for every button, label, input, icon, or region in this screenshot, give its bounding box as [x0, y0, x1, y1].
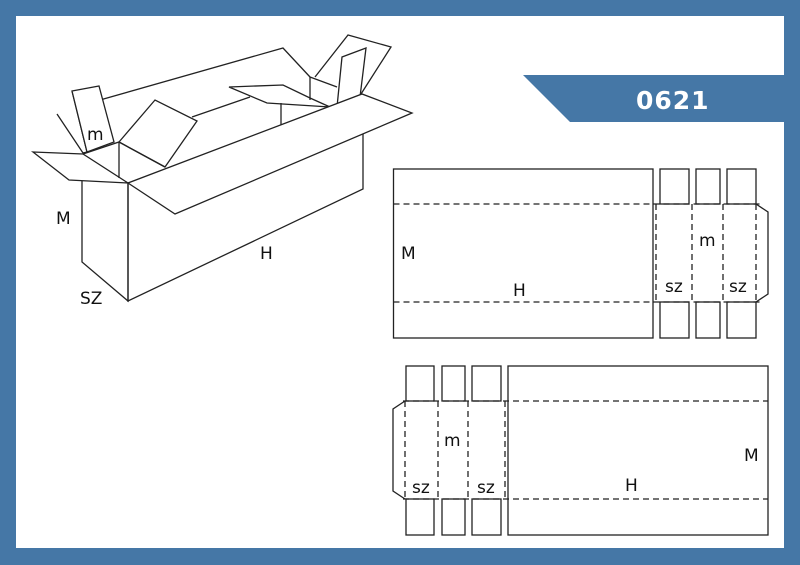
- back-top-edge: [99, 47, 311, 101]
- left-side-face: [81, 181, 129, 303]
- right-end-flap: [228, 84, 331, 108]
- front-open-flap: [126, 93, 414, 215]
- net-top-label-width-1: sz: [665, 277, 683, 297]
- flap: [405, 498, 435, 536]
- net-bottom-label-height: M: [744, 446, 759, 466]
- net-top-label-width-2: sz: [729, 277, 747, 297]
- box-label-length: H: [260, 244, 273, 264]
- right-end-edge-3: [309, 76, 338, 88]
- main-panel: [507, 365, 769, 536]
- left-right-flap: [117, 99, 198, 168]
- box-label-width: SZ: [80, 289, 102, 309]
- flap: [695, 301, 721, 339]
- net-top-label-m: m: [699, 231, 716, 251]
- box-label-height: M: [56, 209, 71, 229]
- net-bottom-label-width-2: sz: [477, 478, 495, 498]
- flap: [726, 301, 757, 339]
- net-top: M H sz m sz: [392, 168, 769, 339]
- code-banner: [523, 75, 785, 122]
- net-bottom-label-width-1: sz: [412, 478, 430, 498]
- flap: [441, 365, 466, 402]
- glue-tab: [755, 203, 769, 303]
- net-top-label-length: H: [513, 281, 526, 301]
- right-inner-flap: [336, 47, 367, 108]
- flap: [405, 365, 435, 402]
- left-outer-flap: [31, 151, 131, 184]
- m-flap: [71, 85, 115, 153]
- net-top-label-height: M: [401, 244, 416, 264]
- box-3d-illustration: m M H SZ: [31, 34, 414, 309]
- flap: [471, 365, 502, 402]
- main-panel: [392, 168, 654, 339]
- net-bottom: m M sz sz H: [392, 365, 769, 536]
- flap: [471, 498, 502, 536]
- net-bottom-label-length: H: [625, 476, 638, 496]
- back-inner-edge: [191, 96, 251, 118]
- box-label-m: m: [87, 125, 104, 145]
- flap: [659, 168, 690, 205]
- box-code: 0621: [636, 86, 710, 115]
- net-bottom-label-m: m: [444, 431, 461, 451]
- glue-tab: [392, 400, 406, 500]
- flap: [441, 498, 466, 536]
- flap: [695, 168, 721, 205]
- flap: [659, 301, 690, 339]
- flap: [726, 168, 757, 205]
